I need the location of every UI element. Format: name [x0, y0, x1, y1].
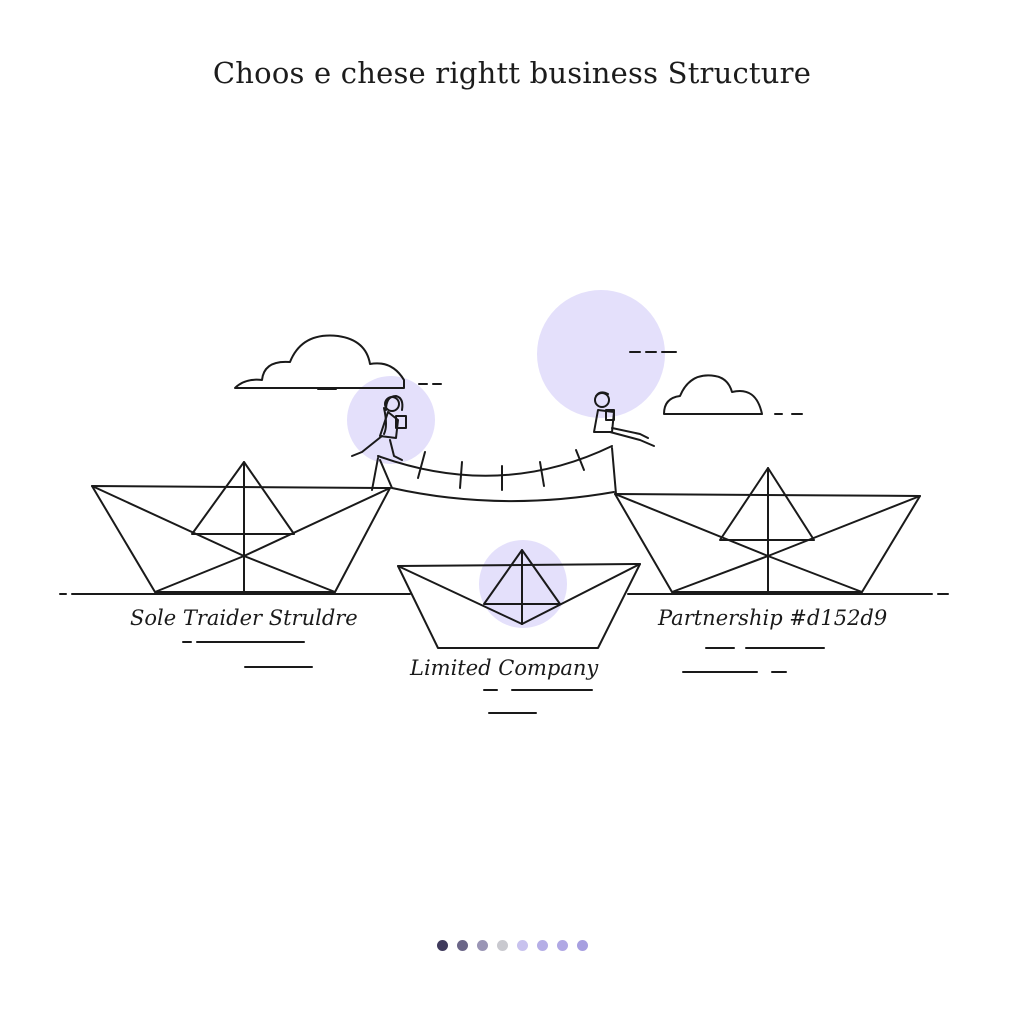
person-icon — [593, 391, 655, 447]
pager-dot-6[interactable] — [536, 940, 548, 951]
pager-dot-4[interactable] — [496, 940, 508, 951]
cloud-icon — [663, 374, 763, 415]
pager-dot-1[interactable] — [436, 940, 448, 951]
cloud-icon — [234, 334, 405, 389]
paper-boat-icon — [91, 461, 391, 593]
option-label-partnership: Partnership #d152d9 — [658, 606, 888, 630]
person-icon — [351, 395, 407, 461]
pager-dot-3[interactable] — [476, 940, 488, 951]
option-label-sole-trader: Sole Traider Struldre — [130, 606, 358, 630]
pager-dot-2[interactable] — [456, 940, 468, 951]
option-label-limited-company: Limited Company — [410, 656, 599, 680]
pager-dot-7[interactable] — [556, 940, 568, 951]
pager-dot-5[interactable] — [516, 940, 528, 951]
page-title: Choos e chese rightt business Structure — [212, 56, 812, 90]
paper-boat-icon — [614, 467, 921, 593]
paper-boat-icon — [397, 549, 641, 649]
bridge-icon — [371, 445, 617, 503]
pager-dot-8[interactable] — [576, 940, 588, 951]
accent-circle-sun — [537, 290, 665, 418]
accent-circle-left — [347, 376, 435, 464]
pagination-dots — [0, 940, 1024, 951]
